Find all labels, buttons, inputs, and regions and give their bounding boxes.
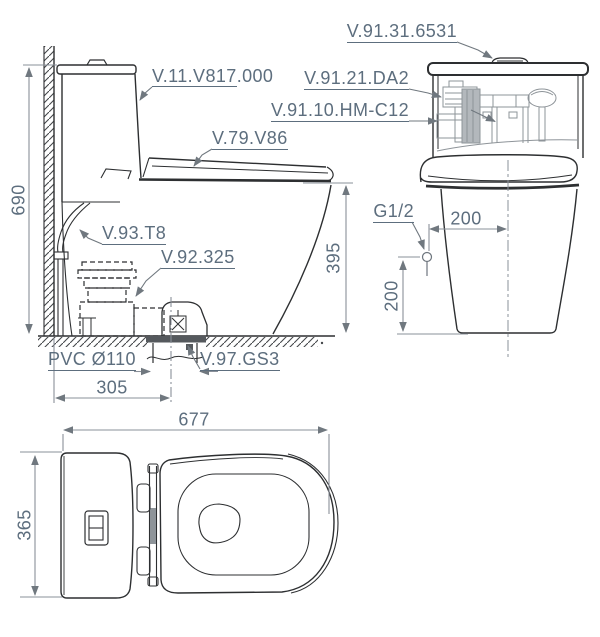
dim-inlet-height: 200 bbox=[381, 280, 402, 312]
label-supply-hose: V.93.T8 bbox=[102, 223, 167, 245]
side-bowl bbox=[61, 184, 332, 337]
label-floor-flange: V.97.GS3 bbox=[200, 349, 280, 371]
front-tank bbox=[427, 57, 589, 158]
dim-rim-height: 395 bbox=[323, 242, 344, 274]
dimension-lines bbox=[20, 64, 507, 598]
plan-seat-lid bbox=[159, 453, 339, 594]
water-inlet-point bbox=[421, 251, 433, 276]
label-tank-body: V.11.V817.000 bbox=[152, 66, 274, 87]
tank-internals bbox=[436, 80, 579, 152]
dim-overall-width: 365 bbox=[14, 509, 35, 541]
plan-tank bbox=[60, 452, 134, 599]
label-leaders bbox=[79, 41, 493, 370]
side-seat bbox=[100, 157, 334, 183]
label-drain-connector: V.92.325 bbox=[161, 247, 235, 269]
drain-elbow bbox=[161, 301, 208, 336]
supply-hose bbox=[53, 202, 91, 336]
dim-overall-depth: 677 bbox=[178, 409, 210, 430]
dim-inlet-offset: 200 bbox=[450, 208, 482, 229]
wall-section bbox=[43, 46, 55, 336]
top-view bbox=[60, 452, 339, 599]
label-flush-button: V.91.31.6531 bbox=[346, 21, 457, 43]
front-pedestal bbox=[440, 188, 578, 334]
label-tank-body-suffix: .000 bbox=[236, 66, 274, 86]
front-view bbox=[419, 57, 589, 358]
drain-connector bbox=[77, 261, 165, 337]
label-inlet-valve: V.91.21.DA2 bbox=[304, 68, 409, 90]
side-tank bbox=[56, 59, 142, 203]
label-drain-pipe: PVC Ø110 bbox=[48, 349, 136, 371]
front-seat bbox=[419, 154, 580, 190]
plan-hinge bbox=[136, 463, 159, 587]
dim-drain-setout: 305 bbox=[96, 377, 128, 398]
label-tank-body-code: V.11.V817 bbox=[152, 66, 237, 87]
label-flush-valve: V.91.10.HM-C12 bbox=[270, 100, 409, 122]
side-view bbox=[38, 46, 335, 363]
dim-overall-height: 690 bbox=[8, 184, 29, 216]
label-water-inlet-thread: G1/2 bbox=[373, 201, 414, 223]
label-seat-cover: V.79.V86 bbox=[212, 128, 288, 150]
